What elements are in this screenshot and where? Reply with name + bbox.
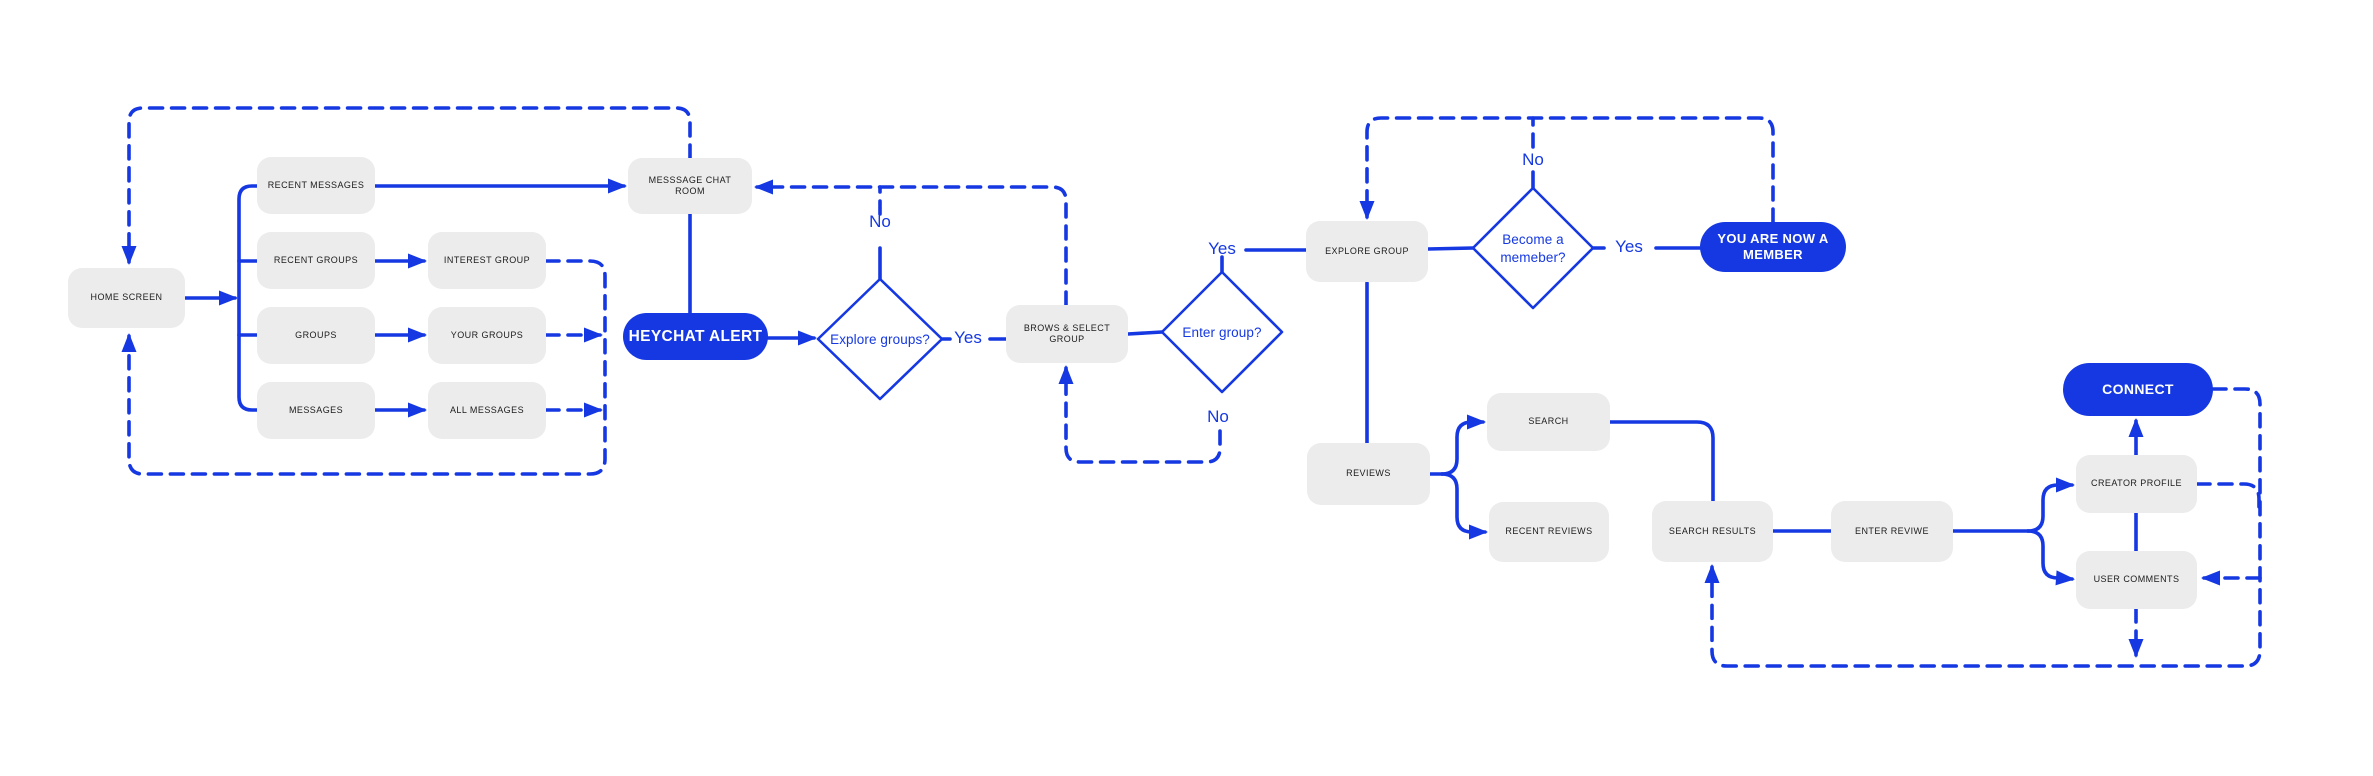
pill-label: YOU ARE NOW A MEMBER bbox=[1717, 230, 1829, 262]
decision-become-member-shape[interactable] bbox=[1471, 186, 1595, 310]
node-label: EXPLORE GROUP bbox=[1325, 245, 1409, 256]
pill-you-are-now-a-member[interactable]: YOU ARE NOW A MEMBER bbox=[1700, 222, 1846, 272]
node-label: USER COMMENTS bbox=[2093, 574, 2180, 585]
node-search-results[interactable]: SEARCH RESULTS bbox=[1652, 501, 1773, 562]
node-all-messages[interactable]: ALL MESSAGES bbox=[428, 382, 546, 439]
node-home-screen[interactable]: HOME SCREEN bbox=[68, 268, 185, 328]
edge-to-user-comments bbox=[2026, 529, 2075, 586]
edge-reviews-to-search bbox=[1440, 414, 1486, 476]
edge-reviews-to-recent-reviews bbox=[1440, 472, 1488, 540]
node-label: CREATOR PROFILE bbox=[2091, 478, 2182, 489]
node-message-chat-room[interactable]: MESSSAGE CHAT ROOM bbox=[628, 158, 752, 214]
node-explore-group[interactable]: EXPLORE GROUP bbox=[1306, 221, 1428, 282]
node-label: REVIEWS bbox=[1346, 468, 1391, 479]
edge-label-member-no: No bbox=[1522, 150, 1544, 169]
node-label: MESSAGES bbox=[288, 404, 344, 415]
node-user-comments[interactable]: USER COMMENTS bbox=[2076, 551, 2197, 609]
node-recent-reviews[interactable]: RECENT REVIEWS bbox=[1489, 502, 1609, 562]
decision-explore-groups-shape[interactable] bbox=[816, 277, 944, 401]
edge-brows-to-enter-decision bbox=[1126, 330, 1164, 336]
pill-heychat-alert[interactable]: HEYCHAT ALERT bbox=[623, 313, 768, 360]
node-search[interactable]: SEARCH bbox=[1487, 393, 1610, 451]
node-label: ALL MESSAGES bbox=[449, 404, 525, 415]
edge-connect-loop-to-search-results bbox=[1704, 387, 2262, 668]
edge-member-loop-to-explore-group bbox=[1359, 116, 1775, 224]
node-label: INTEREST GROUP bbox=[443, 254, 531, 265]
node-groups[interactable]: GROUPS bbox=[257, 307, 375, 364]
pill-label: HEYCHAT ALERT bbox=[628, 327, 763, 345]
node-interest-group[interactable]: INTEREST GROUP bbox=[428, 232, 546, 289]
node-label: YOUR GROUPS bbox=[450, 329, 524, 340]
decision-enter-group-shape[interactable] bbox=[1160, 270, 1284, 394]
edge-brows-to-chat-room-loop bbox=[754, 179, 1068, 307]
node-brows-select-group[interactable]: BROWS & SELECT GROUP bbox=[1006, 305, 1128, 363]
decision-enter-group-label: Enter group? bbox=[1182, 325, 1262, 340]
edge-to-creator-profile bbox=[2026, 477, 2075, 533]
edge-label-enter-no: No bbox=[1207, 407, 1229, 426]
edge-creator-profile-to-right-trunk bbox=[2195, 482, 2261, 512]
edge-label-member-yes: Yes bbox=[1615, 237, 1643, 256]
node-your-groups[interactable]: YOUR GROUPS bbox=[428, 307, 546, 364]
node-label: RECENT MESSAGES bbox=[267, 179, 365, 190]
edge-chat-room-to-home-loop bbox=[121, 106, 692, 265]
edge-menu-trunk bbox=[237, 184, 259, 412]
edge-search-to-search-results bbox=[1608, 420, 1715, 503]
edge-label-explore-no: No bbox=[869, 212, 891, 231]
node-label: GROUPS bbox=[295, 329, 337, 340]
node-label: SEARCH RESULTS bbox=[1668, 525, 1757, 536]
decision-explore-groups-label: Explore groups? bbox=[830, 332, 930, 347]
edge-explore-group-to-member-decision bbox=[1426, 246, 1475, 251]
edge-interest-group-to-home-loop bbox=[121, 259, 607, 476]
pill-connect[interactable]: CONNECT bbox=[2063, 363, 2213, 416]
node-messages[interactable]: MESSAGES bbox=[257, 382, 375, 439]
node-reviews[interactable]: REVIEWS bbox=[1307, 443, 1430, 505]
decision-become-member-label: Become a memeber? bbox=[1500, 232, 1566, 265]
node-label: SEARCH bbox=[1528, 416, 1569, 427]
edge-label-enter-yes: Yes bbox=[1208, 239, 1236, 258]
node-label: MESSSAGE CHAT ROOM bbox=[648, 174, 732, 196]
node-label: ENTER REVIWE bbox=[1855, 525, 1929, 536]
pill-label: CONNECT bbox=[2102, 380, 2174, 397]
node-label: BROWS & SELECT GROUP bbox=[1023, 322, 1111, 344]
node-label: RECENT GROUPS bbox=[273, 254, 359, 265]
node-recent-groups[interactable]: RECENT GROUPS bbox=[257, 232, 375, 289]
node-enter-reviwe[interactable]: ENTER REVIWE bbox=[1831, 501, 1953, 562]
node-label: HOME SCREEN bbox=[90, 292, 163, 303]
node-recent-messages[interactable]: RECENT MESSAGES bbox=[257, 157, 375, 214]
edge-enter-no-to-brows bbox=[1058, 365, 1222, 464]
edge-label-explore-yes: Yes bbox=[954, 328, 982, 347]
node-creator-profile[interactable]: CREATOR PROFILE bbox=[2076, 455, 2197, 513]
node-label: RECENT REVIEWS bbox=[1505, 526, 1593, 537]
